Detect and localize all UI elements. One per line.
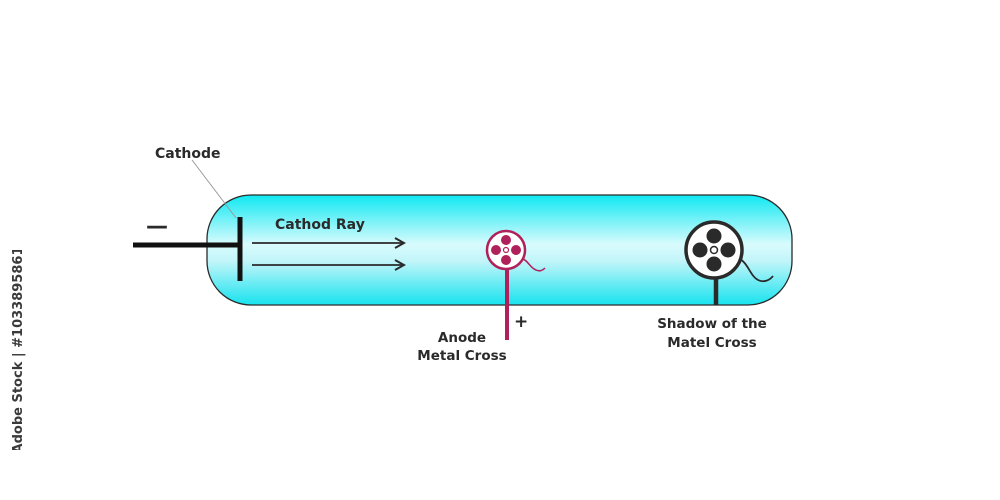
anode-reel-hole — [501, 235, 511, 245]
anode-reel-hole — [491, 245, 501, 255]
minus-sign: — — [146, 214, 168, 239]
cathode-leader-line — [191, 159, 237, 219]
anode-metal-cross — [485, 229, 546, 340]
stock-watermark: Adobe Stock | #1033895861 — [11, 250, 26, 450]
anode-reel-hole — [511, 245, 521, 255]
shadow-metal-cross — [684, 220, 774, 305]
stock-id-text: Adobe Stock | #1033895861 — [11, 250, 26, 450]
anode-reel-hub — [502, 246, 510, 254]
cathode-label: Cathode — [155, 146, 221, 162]
cathode-ray-label: Cathod Ray — [275, 217, 365, 233]
anode-reel-rim — [485, 229, 527, 271]
shadow-reel-hole — [706, 256, 722, 272]
anode-reel-tail — [520, 257, 546, 272]
anode-label-line1: Anode — [438, 330, 486, 346]
shadow-label-line1: Shadow of the — [657, 316, 767, 332]
shadow-reel-hole — [706, 228, 722, 244]
shadow-reel-hub — [709, 245, 719, 255]
shadow-label-line2: Matel Cross — [667, 335, 756, 351]
shadow-reel-tail — [737, 257, 774, 283]
shadow-reel-hole — [692, 242, 708, 258]
shadow-reel-rim — [684, 220, 744, 280]
anode-label-line2: Metal Cross — [417, 348, 506, 364]
shadow-reel-hole — [720, 242, 736, 258]
anode-reel-hole — [501, 255, 511, 265]
plus-sign: + — [514, 312, 528, 332]
